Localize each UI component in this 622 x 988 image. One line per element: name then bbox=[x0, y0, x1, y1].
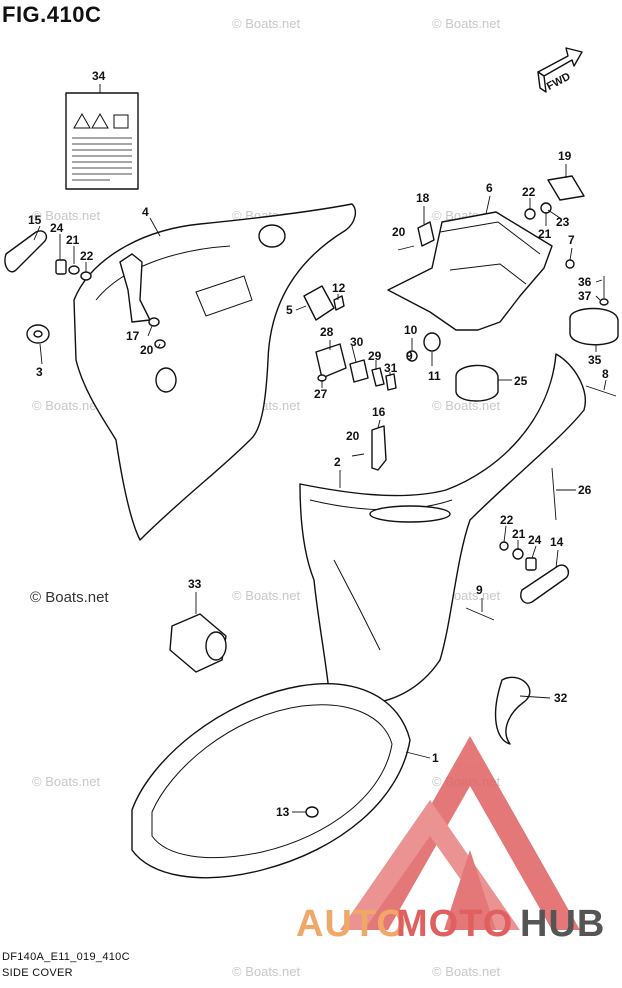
callout: 22 bbox=[80, 249, 94, 263]
callout: 6 bbox=[486, 181, 493, 195]
callout: 29 bbox=[368, 349, 382, 363]
handle-part bbox=[520, 564, 570, 604]
watermark: © Boats.net bbox=[232, 964, 301, 979]
collar-part bbox=[55, 259, 67, 275]
watermark: © Boats.net bbox=[32, 774, 101, 789]
callout: 20 bbox=[392, 225, 406, 239]
callout: 20 bbox=[140, 343, 154, 357]
watermark-main: © Boats.net bbox=[30, 589, 109, 606]
callout: 24 bbox=[50, 221, 64, 235]
clip-part bbox=[371, 425, 387, 471]
bracket-part bbox=[303, 285, 335, 321]
figure-caption: SIDE COVER bbox=[2, 967, 73, 979]
mount-part bbox=[455, 364, 499, 402]
washer-part bbox=[68, 265, 80, 275]
callout: 16 bbox=[372, 405, 386, 419]
callout: 4 bbox=[142, 205, 149, 219]
callout: 22 bbox=[522, 185, 536, 199]
brand-wordmark: AUTO MOTO HUB bbox=[296, 903, 605, 945]
grommet-part bbox=[406, 350, 418, 362]
callout: 26 bbox=[578, 483, 592, 497]
seal-part bbox=[131, 683, 411, 879]
callout: 8 bbox=[602, 367, 609, 381]
leader-lines bbox=[33, 84, 607, 813]
callout: 22 bbox=[500, 513, 514, 527]
clip-part bbox=[494, 676, 531, 745]
callout: 3 bbox=[36, 365, 43, 379]
clip-part bbox=[417, 221, 435, 247]
callout: 20 bbox=[346, 429, 360, 443]
callout: 21 bbox=[66, 233, 80, 247]
nut-part bbox=[80, 271, 92, 281]
brand-part-moto: MOTO bbox=[396, 903, 513, 945]
brand-logo bbox=[340, 736, 580, 930]
upper-mount-bracket-part bbox=[387, 211, 553, 331]
brand-part-hub: HUB bbox=[520, 903, 605, 945]
tie-part bbox=[551, 467, 557, 521]
callout: 11 bbox=[428, 369, 441, 383]
callout: 32 bbox=[554, 691, 568, 705]
port-side-cover-part bbox=[73, 203, 357, 541]
watermark: © Boats.net bbox=[432, 16, 501, 31]
figure-code: DF140A_E11_019_410C bbox=[2, 951, 130, 963]
switch-part bbox=[315, 343, 347, 379]
callout: 30 bbox=[350, 335, 364, 349]
watermark: © Boats.net bbox=[232, 16, 301, 31]
starboard-side-cover-part bbox=[299, 353, 586, 705]
fwd-arrow-icon: FWD bbox=[537, 47, 583, 93]
callout: 10 bbox=[404, 323, 418, 337]
warning-label-part bbox=[65, 92, 139, 190]
watermark: © Boats.net bbox=[232, 588, 301, 603]
handle-part bbox=[4, 230, 48, 273]
callout: 34 bbox=[92, 69, 106, 83]
callout: 15 bbox=[28, 213, 42, 227]
callout: 2 bbox=[334, 455, 341, 469]
callout: 17 bbox=[126, 329, 140, 343]
callout: 27 bbox=[314, 387, 328, 401]
callout: 36 bbox=[578, 275, 592, 289]
callout: 1 bbox=[432, 751, 439, 765]
callout: 9 bbox=[406, 349, 413, 363]
callout: 31 bbox=[384, 361, 398, 375]
callout: 19 bbox=[558, 149, 572, 163]
callout: 25 bbox=[514, 374, 528, 388]
callout: 24 bbox=[528, 533, 542, 547]
callout: 35 bbox=[588, 353, 602, 367]
brand-part-auto: AUTO bbox=[296, 903, 407, 945]
callout: 33 bbox=[188, 577, 202, 591]
callout: 28 bbox=[320, 325, 334, 339]
plate-part bbox=[547, 175, 585, 201]
watermark: © Boats.net bbox=[432, 398, 501, 413]
figure-title: FIG.410C bbox=[2, 2, 102, 27]
callout: 9 bbox=[476, 583, 483, 597]
callout: 18 bbox=[416, 191, 430, 205]
callout: 7 bbox=[568, 233, 575, 247]
watermark: © Boats.net bbox=[432, 964, 501, 979]
callout: 13 bbox=[276, 805, 290, 819]
callout: 21 bbox=[538, 227, 552, 241]
callout: 37 bbox=[578, 289, 592, 303]
watermark: © Boats.net bbox=[32, 398, 101, 413]
callout: 14 bbox=[550, 535, 564, 549]
watermark: © Boats.net bbox=[32, 208, 101, 223]
callout-labels: 34 4 15 24 21 22 3 17 20 5 12 28 30 29 3… bbox=[28, 69, 609, 819]
mount-rubber-part bbox=[569, 307, 619, 346]
callout: 12 bbox=[332, 281, 346, 295]
callout: 23 bbox=[556, 215, 570, 229]
callout: 5 bbox=[286, 303, 293, 317]
callout: 21 bbox=[512, 527, 526, 541]
